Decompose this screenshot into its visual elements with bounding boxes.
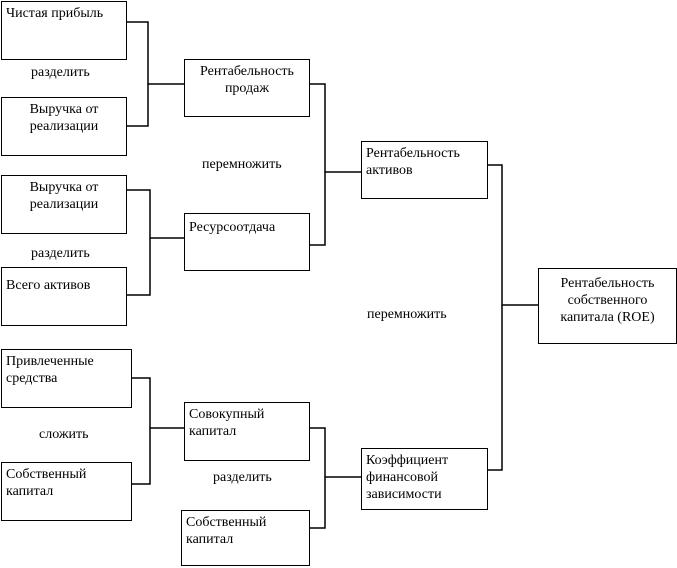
connector-equity-1 xyxy=(132,428,151,485)
box-revenue-2: Выручка от реализации xyxy=(1,175,127,234)
connector-return-on-assets xyxy=(488,164,538,306)
box-roe: Рентабельность собственного капитала (RO… xyxy=(538,268,677,344)
operation-add: сложить xyxy=(39,427,89,442)
connector-total-capital xyxy=(310,427,361,478)
box-return-on-sales-label: Рентабельность продаж xyxy=(200,64,294,96)
box-equity-1: Собственный капитал xyxy=(1,462,132,521)
box-total-capital: Совокупный капитал xyxy=(184,402,310,461)
operation-divide-3: разделить xyxy=(213,470,272,485)
box-borrowed-funds-label: Привлеченные средства xyxy=(6,354,94,386)
connector-revenue-2 xyxy=(127,189,184,239)
box-net-profit-label: Чистая прибыль xyxy=(6,6,104,21)
box-return-on-assets-label: Рентабельность активов xyxy=(366,146,460,178)
box-equity-2-label: Собственный капитал xyxy=(186,515,267,547)
connector-net-profit xyxy=(127,21,184,85)
box-equity-1-label: Собственный капитал xyxy=(6,467,87,499)
box-leverage-ratio-label: Коэффициент финансовой зависимости xyxy=(366,453,449,502)
connector-return-on-sales xyxy=(310,83,361,173)
operation-divide-2: разделить xyxy=(31,246,90,261)
operation-multiply-2: перемножить xyxy=(367,307,447,322)
connector-asset-turnover xyxy=(310,172,326,246)
box-revenue-2-label: Выручка от реализации xyxy=(29,180,99,212)
box-return-on-assets: Рентабельность активов xyxy=(361,141,488,199)
box-net-profit: Чистая прибыль xyxy=(1,1,127,60)
box-return-on-sales: Рентабельность продаж xyxy=(184,59,310,117)
connector-borrowed-funds xyxy=(132,377,184,429)
connector-leverage-ratio xyxy=(488,305,503,471)
box-borrowed-funds: Привлеченные средства xyxy=(1,349,132,408)
box-leverage-ratio: Коэффициент финансовой зависимости xyxy=(361,448,488,510)
box-revenue-1: Выручка от реализации xyxy=(1,97,127,156)
box-total-assets: Всего активов xyxy=(1,267,127,326)
box-revenue-1-label: Выручка от реализации xyxy=(29,102,99,134)
box-equity-2: Собственный капитал xyxy=(181,510,310,566)
box-asset-turnover: Ресурсоотдача xyxy=(184,213,310,271)
box-total-capital-label: Совокупный капитал xyxy=(189,407,265,439)
connector-equity-2 xyxy=(310,477,326,529)
operation-divide-1: разделить xyxy=(31,65,90,80)
box-roe-label: Рентабельность собственного капитала (RO… xyxy=(560,276,655,325)
connector-revenue-1 xyxy=(127,84,149,127)
box-total-assets-label: Всего активов xyxy=(6,278,91,293)
box-asset-turnover-label: Ресурсоотдача xyxy=(189,220,276,235)
operation-multiply-1: перемножить xyxy=(202,157,282,172)
connector-total-assets xyxy=(127,238,151,296)
